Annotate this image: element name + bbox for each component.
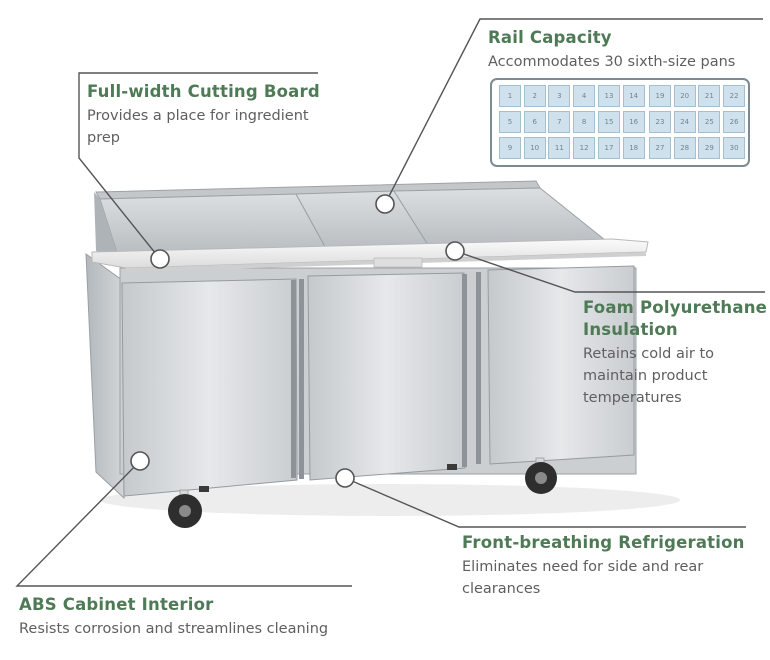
pan-slot: 11	[548, 137, 571, 159]
cabinet-side	[85, 252, 125, 500]
pan-slot: 19	[649, 85, 671, 107]
side-panel-upper	[94, 192, 118, 262]
pan-slot: 27	[649, 137, 671, 159]
pan-slot: 17	[598, 137, 620, 159]
caster-front-left	[168, 489, 202, 528]
pan-slot: 5	[499, 111, 521, 133]
hotspot-foam	[445, 241, 465, 261]
pan-slot: 20	[673, 85, 696, 107]
caster-rear	[199, 464, 457, 492]
leader-abs	[15, 460, 352, 587]
pan-slot: 23	[649, 111, 671, 133]
pan-slot: 12	[573, 137, 596, 159]
pan-slot: 14	[622, 85, 645, 107]
hotspot-front-breathing	[335, 468, 355, 488]
pan-slot: 15	[598, 111, 620, 133]
door-handle-center-l	[299, 279, 304, 479]
door-handle-center-r	[462, 274, 467, 467]
pan-slot: 21	[698, 85, 721, 107]
pan-slot: 10	[523, 137, 546, 159]
callout-front-breathing: Front-breathing Refrigeration Eliminates…	[462, 532, 762, 600]
leader-lines	[15, 18, 765, 587]
pan-slot: 7	[548, 111, 571, 133]
pan-slot: 9	[499, 137, 521, 159]
pan-slot: 4	[573, 85, 596, 107]
pan-slot: 28	[673, 137, 696, 159]
door-handle-left	[291, 280, 296, 478]
callout-title: ABS Cabinet Interior	[19, 595, 214, 614]
callout-rail-capacity: Rail Capacity Accommodates 30 sixth-size…	[488, 27, 758, 73]
pan-slot: 3	[548, 85, 571, 107]
lid-right	[393, 187, 612, 249]
pan-slot: 25	[698, 111, 721, 133]
callout-cutting-board: Full-width Cutting Board Provides a plac…	[87, 81, 337, 149]
leader-front	[344, 477, 746, 528]
callout-description: Eliminates need for side and rear cleara…	[462, 559, 704, 597]
callout-description: Provides a place for ingredient prep	[87, 108, 309, 146]
pan-slot: 13	[598, 85, 620, 107]
hotspots	[130, 194, 465, 488]
door-handle-right	[476, 272, 481, 464]
callout-title: Full-width Cutting Board	[87, 82, 320, 101]
door-right	[487, 265, 635, 465]
callout-title: Rail Capacity	[488, 28, 612, 47]
hotspot-cutting-board	[150, 249, 170, 269]
hotspot-rail	[375, 194, 395, 214]
door-center	[307, 272, 466, 481]
pan-slot: 30	[723, 137, 746, 159]
pan-slot: 18	[622, 137, 645, 159]
pan-slot: 29	[698, 137, 721, 159]
pan-slot: 16	[622, 111, 645, 133]
pan-slot: 22	[723, 85, 746, 107]
pan-slot: 1	[499, 85, 521, 107]
leader-foam	[454, 250, 765, 293]
callout-abs-interior: ABS Cabinet Interior Resists corrosion a…	[19, 594, 364, 640]
pan-slot: 6	[523, 111, 546, 133]
callout-title: Front-breathing Refrigeration	[462, 533, 745, 552]
callout-title: Foam Polyurethane Insulation	[583, 298, 768, 339]
pan-slot: 24	[673, 111, 696, 133]
leader-rail	[384, 18, 763, 205]
caster-front-right	[525, 457, 557, 494]
pan-slot: 2	[523, 85, 546, 107]
hotspot-abs	[130, 451, 150, 471]
leader-board	[78, 72, 318, 260]
callout-description: Retains cold air to maintain product tem…	[583, 346, 715, 406]
refrigerator-unit	[85, 180, 649, 528]
door-left	[121, 278, 298, 497]
cutting-board-notch	[373, 257, 423, 268]
callout-description: Resists corrosion and streamlines cleani…	[19, 621, 329, 637]
callout-description: Accommodates 30 sixth-size pans	[488, 54, 736, 70]
pan-slot: 8	[573, 111, 596, 133]
callout-foam-insulation: Foam Polyurethane Insulation Retains col…	[583, 297, 768, 409]
pan-slot: 26	[723, 111, 746, 133]
